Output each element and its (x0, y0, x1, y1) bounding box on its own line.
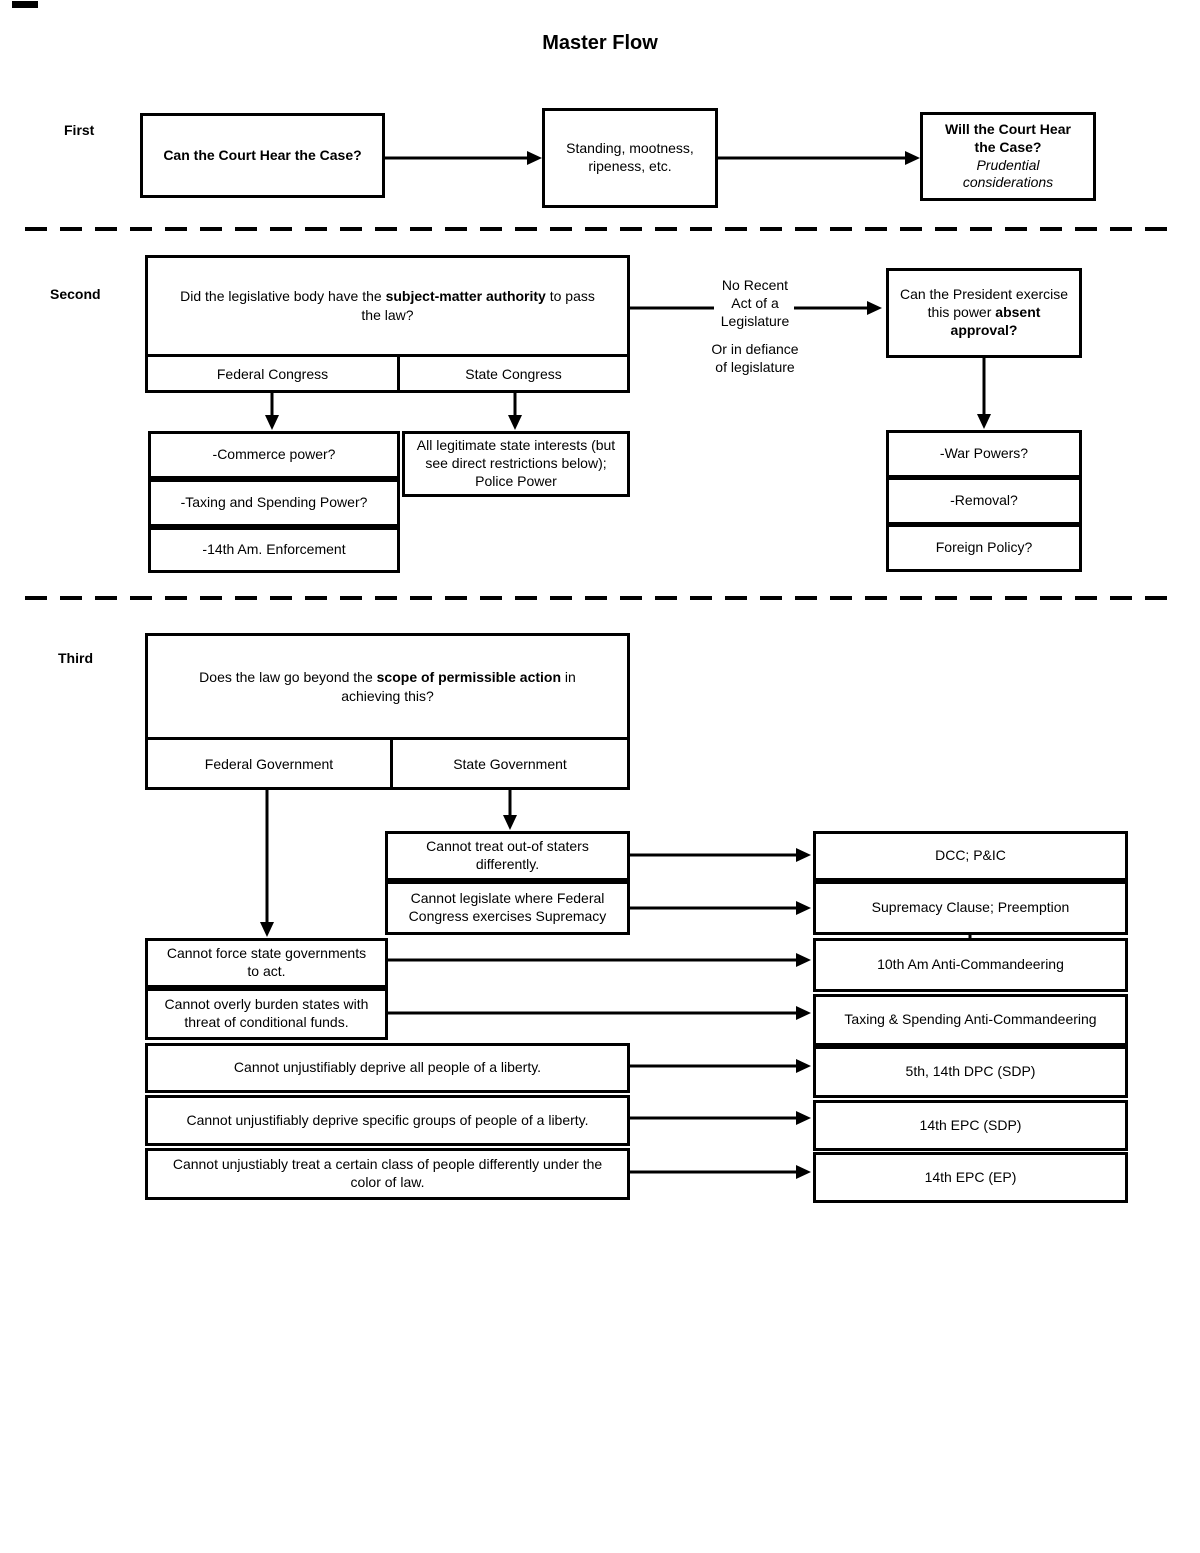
question-text: Did the legislative body have the (180, 288, 386, 305)
box-doctrine-10th-am-anticommandeering: 10th Am Anti-Commandeering (813, 938, 1128, 992)
box-deprive-groups-liberty: Cannot unjustifiably deprive specific gr… (145, 1095, 630, 1146)
box-president-power: Can the President exercise this power ab… (886, 268, 1082, 358)
box-state-interests: All legitimate state interests (but see … (402, 431, 630, 497)
box-cannot-force-states: Cannot force state governments to act. (145, 938, 388, 988)
box-cannot-burden-states: Cannot overly burden states with threat … (145, 988, 388, 1040)
section-label-third: Third (58, 650, 93, 666)
scope-text-bold: scope of permissible action (376, 668, 562, 685)
question-text-bold: subject-matter authority (385, 288, 546, 305)
box-taxing-spending-power: -Taxing and Spending Power? (148, 479, 400, 527)
box-can-court-hear-case: Can the Court Hear the Case? (140, 113, 385, 198)
cell-state-government: State Government (390, 740, 627, 787)
box-standing-mootness-ripeness: Standing, mootness, ripeness, etc. (542, 108, 718, 208)
box-doctrine-14th-epc-sdp: 14th EPC (SDP) (813, 1100, 1128, 1151)
arrow-state-government-down-head (503, 815, 517, 830)
arrow-legislative-to-president-head (867, 301, 882, 315)
arrow-court-to-standing-head (527, 151, 542, 165)
scope-text: Does the law go beyond the (199, 668, 377, 685)
question-text-post: to pass the law? (361, 288, 595, 323)
president-text: Can the President exercise this power (899, 286, 1069, 321)
box-doctrine-dcc-pic: DCC; P&IC (813, 831, 1128, 881)
box-treat-class-differently: Cannot unjustiably treat a certain class… (145, 1148, 630, 1200)
box-legislative-authority: Did the legislative body have the subjec… (145, 255, 630, 393)
arrow-deprivegroups-to-epcsdp-head (796, 1111, 811, 1125)
president-text-bold: absent approval? (950, 304, 1041, 338)
box-will-court-hear-case-subtitle: Prudential considerations (962, 156, 1054, 191)
arrow-standing-to-will-head (905, 151, 920, 165)
corner-mark (12, 1, 38, 8)
box-will-court-hear-case: Will the Court Hear the Case? Prudential… (920, 112, 1096, 201)
cell-federal-congress: Federal Congress (216, 365, 329, 382)
box-doctrine-supremacy-preemption: Supremacy Clause; Preemption (813, 881, 1128, 935)
cell-federal-government: Federal Government (204, 755, 334, 772)
cell-state-congress: State Congress (397, 357, 627, 390)
box-cannot-legislate-supremacy: Cannot legislate where Federal Congress … (385, 881, 630, 935)
box-removal: -Removal? (886, 477, 1082, 525)
box-scope-question: Does the law go beyond the scope of perm… (148, 636, 627, 737)
arrow-burden-to-taxspend-head (796, 1006, 811, 1020)
box-14th-am-enforcement: -14th Am. Enforcement (148, 527, 400, 573)
arrow-depriveall-to-dpc-head (796, 1059, 811, 1073)
arrow-federal-congress-down-head (265, 415, 279, 430)
arrow-colorsoflaw-to-epcep-head (796, 1165, 811, 1179)
arrow-state-congress-down-head (508, 415, 522, 430)
box-scope-permissible-action: Does the law go beyond the scope of perm… (145, 633, 630, 790)
scope-text-post: in achieving this? (341, 668, 576, 704)
arrow-legislate-to-supremacy-head (796, 901, 811, 915)
arrow-forcestate-to-10tham-head (796, 953, 811, 967)
box-deprive-all-liberty: Cannot unjustifiably deprive all people … (145, 1043, 630, 1093)
section-label-first: First (64, 122, 95, 138)
arrow-federal-government-down-head (260, 922, 274, 937)
government-row: Federal Government State Government (148, 737, 627, 787)
arrow-president-down-head (977, 414, 991, 429)
arrow-label-defiance: Or in defiance of legislature (711, 341, 799, 376)
arrow-outofstaters-to-dcc-head (796, 848, 811, 862)
box-foreign-policy: Foreign Policy? (886, 524, 1082, 572)
congress-row: Federal Congress State Congress (148, 354, 627, 390)
box-commerce-power: -Commerce power? (148, 431, 400, 479)
box-out-of-staters: Cannot treat out-of staters differently. (385, 831, 630, 881)
box-doctrine-5th-14th-dpc: 5th, 14th DPC (SDP) (813, 1046, 1128, 1098)
page-title: Master Flow (542, 32, 658, 54)
box-doctrine-14th-epc-ep: 14th EPC (EP) (813, 1152, 1128, 1203)
box-legislative-authority-question: Did the legislative body have the subjec… (148, 258, 627, 354)
box-war-powers: -War Powers? (886, 430, 1082, 478)
box-will-court-hear-case-title: Will the Court Hear the Case? (945, 120, 1071, 155)
section-label-second: Second (50, 286, 101, 302)
box-doctrine-taxing-spending-anticommandeering: Taxing & Spending Anti-Commandeering (813, 994, 1128, 1046)
arrow-label-no-recent-act: No Recent Act of a Legislature (720, 277, 790, 330)
